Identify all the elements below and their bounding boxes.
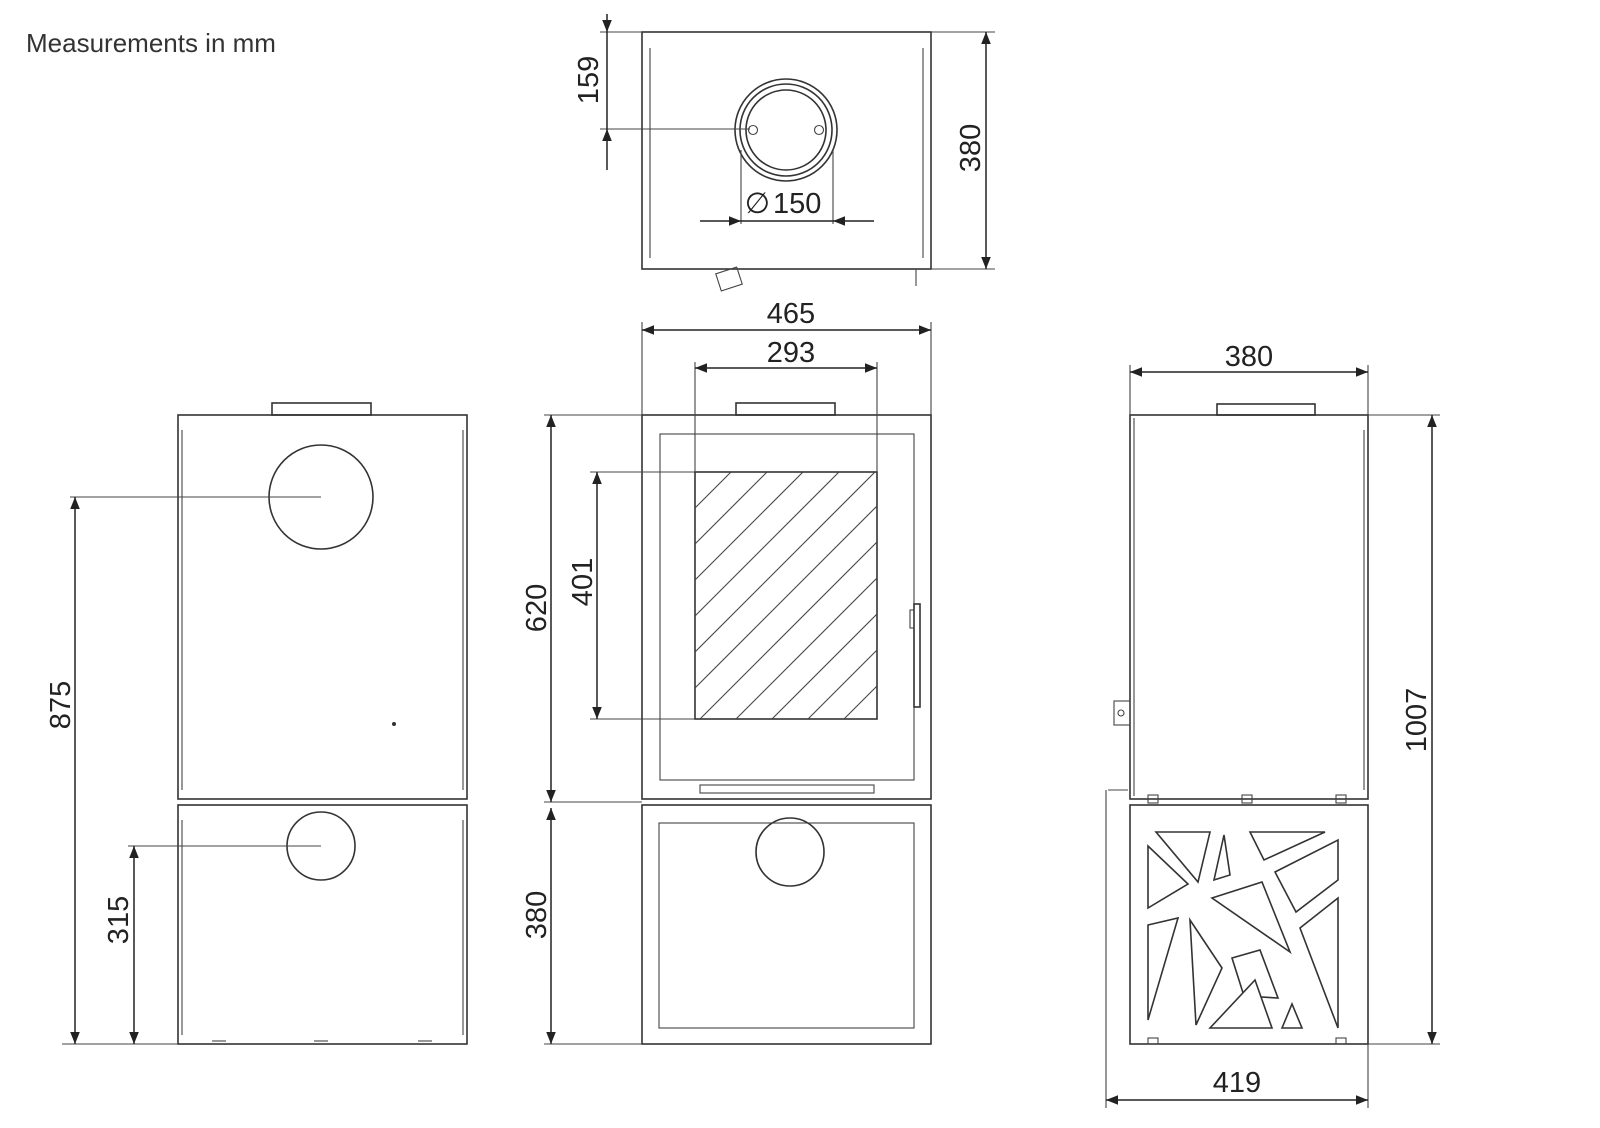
glass-hatch	[694, 471, 878, 720]
hatch-line	[694, 471, 840, 617]
caption: Measurements in mm	[26, 28, 276, 58]
hatch-line	[699, 541, 878, 720]
dim-flue-diameter: 150	[773, 188, 821, 220]
dim-rear-flue-upper-height: 875	[45, 681, 77, 729]
hatch-line	[694, 471, 732, 509]
base-cutout-pattern	[1147, 831, 1339, 1029]
top-view: 159 380 ∅ 150	[573, 14, 995, 292]
dim-firebox-height: 620	[521, 584, 553, 632]
hatch-line	[843, 685, 878, 720]
hatch-line	[771, 613, 878, 720]
dim-base-height: 380	[521, 891, 553, 939]
dim-front-width: 465	[767, 298, 815, 330]
dim-glass-height: 401	[567, 558, 599, 606]
hatch-line	[694, 505, 878, 689]
hatch-line	[694, 471, 768, 545]
dim-base-depth: 419	[1213, 1067, 1261, 1099]
dim-glass-width: 293	[767, 337, 815, 369]
dim-side-depth: 380	[1225, 341, 1273, 373]
hatch-line	[694, 471, 804, 581]
side-view-right: 380 1007 419	[1105, 341, 1440, 1108]
hatch-line	[735, 577, 878, 720]
hatch-line	[807, 649, 878, 720]
hatch-line	[694, 471, 876, 653]
dim-rear-flue-lower-height: 315	[103, 896, 135, 944]
dim-top-depth: 380	[955, 124, 987, 172]
dim-top-depth-flue-center: 159	[573, 56, 605, 104]
diameter-symbol: ∅	[745, 188, 770, 220]
side-view-rear: 875 315	[45, 402, 468, 1045]
dim-total-height: 1007	[1401, 688, 1433, 753]
front-view: 465 293 620 401 380	[521, 298, 932, 1045]
